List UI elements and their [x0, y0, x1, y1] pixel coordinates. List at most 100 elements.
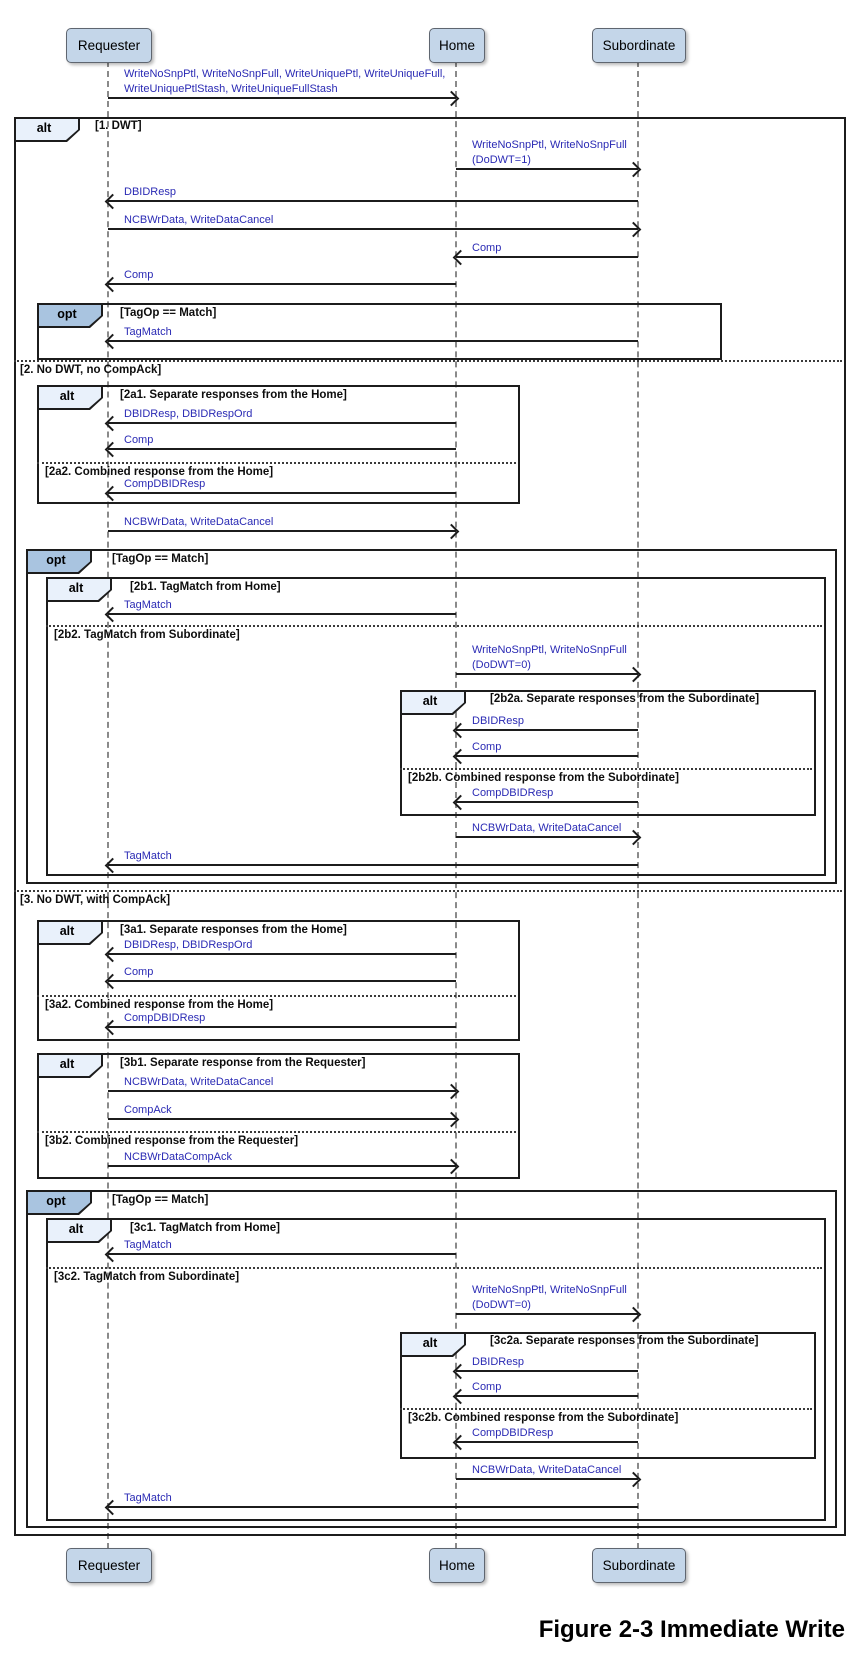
- alt-operator-tag: alt: [37, 1053, 103, 1078]
- alt-operator-tag: alt: [46, 577, 112, 602]
- guard-label: [2b2. TagMatch from Subordinate]: [54, 629, 240, 641]
- message-arrow: WriteNoSnpPtl, WriteNoSnpFull, WriteUniq…: [108, 67, 460, 107]
- message-label: WriteNoSnpPtl, WriteNoSnpFull (DoDWT=1): [472, 139, 627, 166]
- message-label: NCBWrDataCompAck: [124, 1150, 232, 1163]
- message-arrow: WriteNoSnpPtl, WriteNoSnpFull (DoDWT=1): [456, 138, 642, 178]
- guard-label: [2b1. TagMatch from Home]: [130, 581, 281, 593]
- message-label: Comp: [124, 268, 154, 281]
- message-arrow: DBIDResp: [452, 1355, 638, 1380]
- message-arrow: Comp: [452, 241, 638, 266]
- message-label: NCBWrData, WriteDataCancel: [124, 1075, 274, 1088]
- divider-alt-2a2: [37, 462, 516, 464]
- guard-label: [3. No DWT, with CompAck]: [20, 894, 171, 906]
- message-arrow: CompDBIDResp: [452, 786, 638, 811]
- message-arrow: WriteNoSnpPtl, WriteNoSnpFull (DoDWT=0): [456, 643, 642, 683]
- divider-section-2: [14, 360, 842, 362]
- participant-home-bottom: Home: [429, 1548, 485, 1583]
- divider-alt-2b2b: [400, 768, 812, 770]
- guard-label: [TagOp == Match]: [120, 307, 217, 319]
- guard-label: [2a2. Combined response from the Home]: [45, 466, 274, 478]
- message-arrow: TagMatch: [104, 325, 638, 350]
- message-label: CompAck: [124, 1103, 172, 1116]
- opt-operator-tag: opt: [37, 303, 103, 328]
- participant-label: Subordinate: [602, 1558, 676, 1573]
- message-arrow: DBIDResp, DBIDRespOrd: [104, 938, 456, 963]
- frame-opt-tagop-1: opt: [37, 303, 722, 360]
- divider-alt-3a2: [37, 995, 516, 997]
- message-label: Comp: [472, 1380, 502, 1393]
- message-label: DBIDResp: [124, 185, 176, 198]
- message-arrow: CompDBIDResp: [104, 477, 456, 502]
- message-arrow: DBIDResp: [452, 714, 638, 739]
- message-label: DBIDResp, DBIDRespOrd: [124, 407, 253, 420]
- lifeline-home: [455, 61, 457, 1549]
- participant-label: Home: [438, 38, 475, 53]
- alt-operator-tag: alt: [46, 1218, 112, 1243]
- message-label: WriteNoSnpPtl, WriteNoSnpFull (DoDWT=0): [472, 644, 627, 671]
- participant-subordinate-top: Subordinate: [592, 28, 686, 63]
- message-arrow: TagMatch: [104, 598, 456, 623]
- alt-operator-tag: alt: [400, 1332, 466, 1357]
- message-label: CompDBIDResp: [124, 477, 206, 490]
- frame-alt-2a: alt: [37, 385, 520, 504]
- message-arrow: NCBWrData, WriteDataCancel: [456, 1463, 642, 1488]
- message-arrow: Comp: [104, 268, 456, 293]
- participant-home-top: Home: [429, 28, 485, 63]
- message-arrow: DBIDResp, DBIDRespOrd: [104, 407, 456, 432]
- message-label: NCBWrData, WriteDataCancel: [472, 1463, 622, 1476]
- guard-label: [2b2a. Separate responses from the Subor…: [490, 693, 760, 705]
- message-label: CompDBIDResp: [124, 1011, 206, 1024]
- lifeline-requester: [107, 61, 109, 1549]
- message-label: NCBWrData, WriteDataCancel: [472, 821, 622, 834]
- frame-alt-3c: alt: [46, 1218, 826, 1521]
- message-arrow: NCBWrData, WriteDataCancel: [108, 213, 642, 238]
- message-arrow: CompDBIDResp: [452, 1426, 638, 1451]
- divider-alt-3c2b: [400, 1408, 812, 1410]
- message-arrow: Comp: [104, 433, 456, 458]
- opt-operator-tag: opt: [26, 549, 92, 574]
- message-arrow: NCBWrData, WriteDataCancel: [108, 1075, 460, 1100]
- message-label: DBIDResp, DBIDRespOrd: [124, 938, 253, 951]
- participant-requester-bottom: Requester: [66, 1548, 152, 1583]
- message-label: CompDBIDResp: [472, 1426, 554, 1439]
- alt-operator-tag: alt: [14, 117, 80, 142]
- guard-label: [3c2. TagMatch from Subordinate]: [54, 1271, 240, 1283]
- frame-alt-3c2: alt: [400, 1332, 816, 1459]
- participant-label: Requester: [77, 38, 141, 53]
- frame-alt-3a: alt: [37, 920, 520, 1041]
- participant-label: Requester: [77, 1558, 141, 1573]
- guard-label: [3a2. Combined response from the Home]: [45, 999, 274, 1011]
- message-label: Comp: [124, 965, 154, 978]
- frame-opt-tagop-2: opt: [26, 549, 837, 884]
- frame-opt-tagop-3: opt: [26, 1190, 837, 1528]
- guard-label: [3c1. TagMatch from Home]: [130, 1222, 280, 1234]
- message-arrow: CompAck: [108, 1103, 460, 1128]
- participant-label: Subordinate: [602, 38, 676, 53]
- guard-label: [3a1. Separate responses from the Home]: [120, 924, 347, 936]
- guard-label: [2. No DWT, no CompAck]: [20, 364, 162, 376]
- guard-label: [3c2a. Separate responses from the Subor…: [490, 1335, 759, 1347]
- frame-outer-alt: alt: [14, 117, 846, 1536]
- participant-subordinate-bottom: Subordinate: [592, 1548, 686, 1583]
- guard-label: [3c2b. Combined response from the Subord…: [408, 1412, 679, 1424]
- message-label: WriteNoSnpPtl, WriteNoSnpFull, WriteUniq…: [124, 68, 446, 95]
- message-label: DBIDResp: [472, 714, 524, 727]
- guard-label: [2a1. Separate responses from the Home]: [120, 389, 347, 401]
- message-arrow: TagMatch: [104, 1238, 456, 1263]
- figure-caption: Figure 2-3 Immediate Write: [538, 1616, 845, 1643]
- divider-section-3: [14, 890, 842, 892]
- message-label: Comp: [124, 433, 154, 446]
- message-arrow: Comp: [452, 1380, 638, 1405]
- message-arrow: WriteNoSnpPtl, WriteNoSnpFull (DoDWT=0): [456, 1283, 642, 1323]
- frame-alt-2b: alt: [46, 577, 826, 876]
- guard-label: [1. DWT]: [95, 120, 142, 132]
- message-arrow: NCBWrData, WriteDataCancel: [108, 515, 460, 540]
- message-label: WriteNoSnpPtl, WriteNoSnpFull (DoDWT=0): [472, 1284, 627, 1311]
- guard-label: [3b2. Combined response from the Request…: [45, 1135, 299, 1147]
- guard-label: [TagOp == Match]: [112, 553, 209, 565]
- divider-alt-3c2: [46, 1267, 822, 1269]
- message-label: TagMatch: [124, 598, 172, 611]
- message-label: Comp: [472, 740, 502, 753]
- message-arrow: DBIDResp: [104, 185, 638, 210]
